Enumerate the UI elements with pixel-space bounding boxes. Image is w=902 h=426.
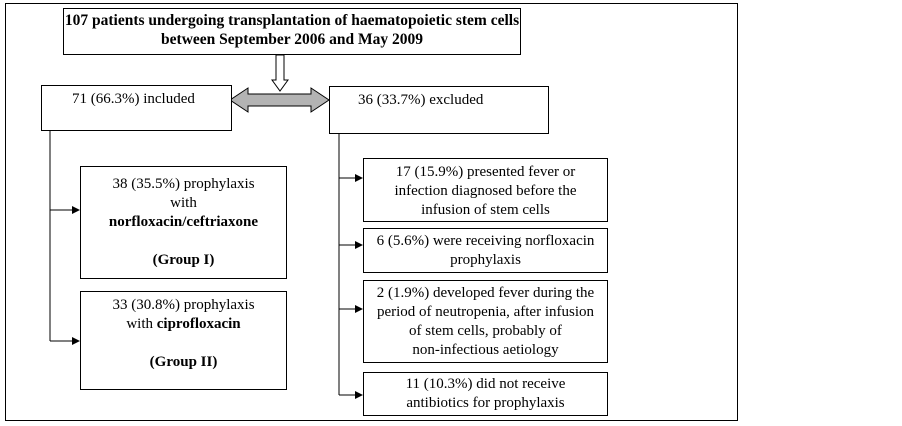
group1-line-1: 38 (35.5%) prophylaxis — [112, 176, 255, 192]
exclusion-3-line-1: 2 (1.9%) developed fever during the — [376, 285, 595, 301]
excluded-box: 36 (33.7%) excluded — [329, 86, 549, 134]
exclusion-3-line-4: non-infectious aetiology — [412, 342, 559, 358]
group1-line-2: with — [170, 195, 197, 211]
exclusion-4-line-2: antibiotics for prophylaxis — [406, 395, 565, 411]
exclusion-4-line-1: 11 (10.3%) did not receive — [405, 376, 566, 392]
group1-box: 38 (35.5%) prophylaxis with norfloxacin/… — [80, 166, 287, 279]
exclusion-box-4: 11 (10.3%) did not receive antibiotics f… — [363, 372, 608, 416]
arrowhead-excl-2 — [355, 241, 363, 249]
header-line-2: between September 2006 and May 2009 — [161, 31, 423, 48]
header-box: 107 patients undergoing transplantation … — [63, 8, 521, 55]
double-arrow — [229, 87, 330, 113]
group2-box: 33 (30.8%) prophylaxis with ciprofloxaci… — [80, 291, 287, 390]
exclusion-box-3: 2 (1.9%) developed fever during the peri… — [363, 280, 608, 363]
exclusion-1-line-1: 17 (15.9%) presented fever or — [395, 164, 576, 180]
exclusion-box-2: 6 (5.6%) were receiving norfloxacin prop… — [363, 228, 608, 273]
arrowhead-excl-3 — [355, 305, 363, 313]
exclusion-2-line-2: prophylaxis — [450, 252, 521, 268]
arrowhead-group1 — [72, 206, 80, 214]
excluded-branch-lines — [338, 134, 356, 396]
excluded-label: 36 (33.7%) excluded — [358, 92, 484, 108]
exclusion-box-1: 17 (15.9%) presented fever or infection … — [363, 158, 608, 222]
group1-label: (Group I) — [152, 252, 215, 268]
arrowhead-excl-1 — [355, 174, 363, 182]
exclusion-2-line-1: 6 (5.6%) were receiving norfloxacin — [376, 233, 595, 249]
exclusion-1-line-2: infection diagnosed before the — [394, 183, 577, 199]
group2-line-2-prefix: with — [126, 316, 157, 332]
group2-drug: ciprofloxacin — [156, 316, 241, 332]
arrowhead-excl-4 — [355, 391, 363, 399]
arrowhead-group2 — [72, 337, 80, 345]
included-box: 71 (66.3%) included — [41, 85, 232, 131]
down-arrow — [271, 54, 289, 92]
group1-drug: norfloxacin/ceftriaxone — [108, 214, 259, 230]
included-label: 71 (66.3%) included — [72, 91, 195, 107]
exclusion-3-line-2: period of neutropenia, after infusion — [376, 304, 594, 320]
group2-line-1: 33 (30.8%) prophylaxis — [112, 297, 255, 313]
exclusion-3-line-3: of stem cells, probably of — [409, 323, 562, 339]
header-line-1: 107 patients undergoing transplantation … — [64, 12, 520, 29]
exclusion-1-line-3: infusion of stem cells — [421, 202, 550, 218]
group2-label: (Group II) — [149, 354, 218, 370]
included-branch-lines — [49, 131, 74, 342]
diagram-frame — [5, 3, 738, 421]
